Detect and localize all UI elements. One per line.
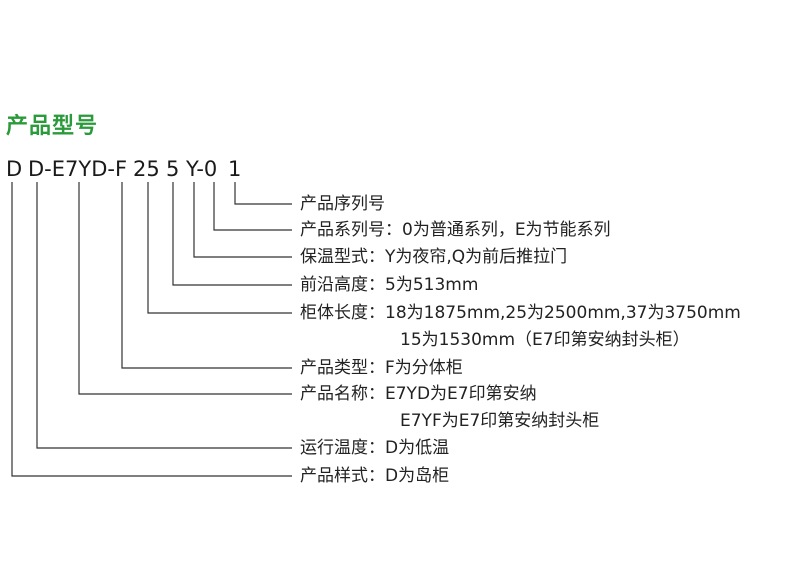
code-part-serial: 1: [228, 157, 242, 181]
desc-insulation-type: 保温型式：Y为夜帘,Q为前后推拉门: [300, 247, 568, 267]
desc-serial-number: 产品序列号: [300, 194, 385, 214]
code-part-name: D-E7YD-F: [28, 157, 128, 181]
code-part-length: 25: [133, 157, 160, 181]
leader-line-insulation: [193, 182, 292, 258]
desc-product-name: 产品名称：E7YD为E7印第安纳: [300, 384, 537, 404]
desc-front-height: 前沿高度：5为513mm: [300, 275, 479, 295]
leader-line-product-type: [121, 182, 292, 369]
leader-line-cabinet-length: [147, 182, 292, 314]
leader-line-serial: [234, 182, 292, 205]
desc-cabinet-length-extra: 15为1530mm（E7印第安纳封头柜）: [400, 330, 690, 350]
code-part-height: 5: [166, 157, 180, 181]
leader-line-product-name: [78, 182, 292, 395]
page-title: 产品型号: [6, 114, 99, 139]
code-part-series: Y-0: [186, 157, 218, 181]
model-code: D D-E7YD-F 25 5 Y-0 1: [0, 0, 300, 190]
leader-line-series: [213, 182, 292, 231]
desc-operating-temperature: 运行温度：D为低温: [300, 438, 450, 458]
leader-line-front-height: [172, 182, 292, 286]
desc-product-name-extra: E7YF为E7印第安纳封头柜: [400, 411, 600, 431]
desc-series-number: 产品系列号：0为普通系列，E为节能系列: [300, 220, 611, 240]
desc-product-type: 产品类型：F为分体柜: [300, 358, 463, 378]
leader-line-style: [11, 182, 292, 477]
code-part-style: D: [6, 157, 23, 181]
desc-cabinet-length: 柜体长度：18为1875mm,25为2500mm,37为3750mm: [300, 303, 741, 323]
leader-line-temperature: [36, 182, 292, 449]
desc-product-style: 产品样式：D为岛柜: [300, 466, 450, 486]
